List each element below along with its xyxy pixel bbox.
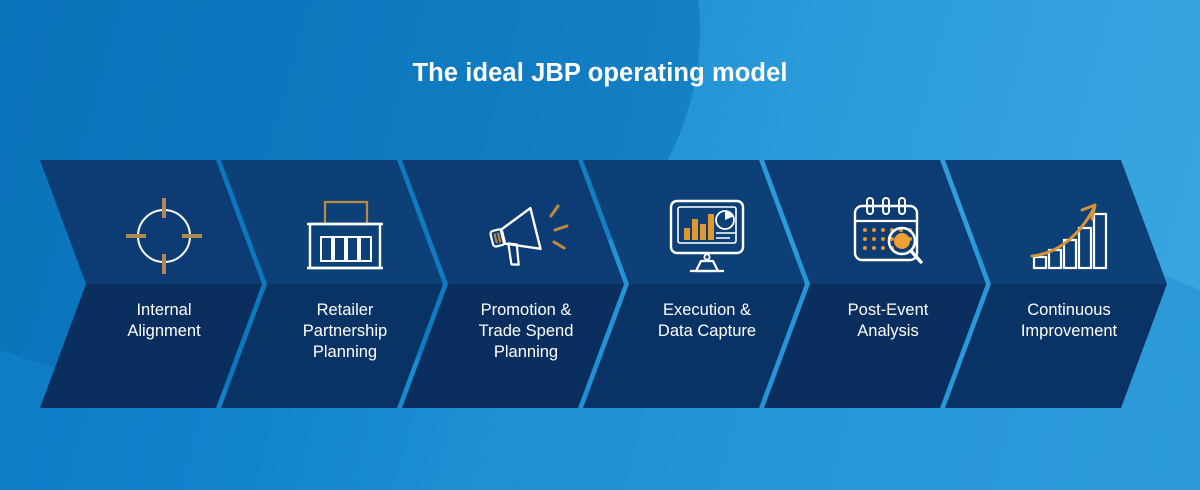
crosshair-target-icon <box>116 188 212 284</box>
calendar-magnifier-icon <box>840 188 936 284</box>
megaphone-icon <box>478 188 574 284</box>
flow-step-label: Internal Alignment <box>127 301 201 340</box>
monitor-dashboard-icon <box>659 188 755 284</box>
flow-step-label: Post-Event Analysis <box>847 301 929 340</box>
flow-step-label: Promotion & Trade Spend Planning <box>478 301 574 361</box>
page-title: The ideal JBP operating model <box>412 59 788 87</box>
process-flow: Internal Alignment <box>0 160 1200 408</box>
flow-step-label: Continuous Improvement <box>1020 301 1118 340</box>
flow-step-label: Retailer Partnership Planning <box>302 301 388 361</box>
retail-store-icon <box>297 188 393 284</box>
growth-bar-arrow-icon <box>1021 188 1117 284</box>
flow-step-internal-alignment[interactable]: Internal Alignment <box>40 160 262 408</box>
flow-step-label: Execution & Data Capture <box>657 301 757 340</box>
